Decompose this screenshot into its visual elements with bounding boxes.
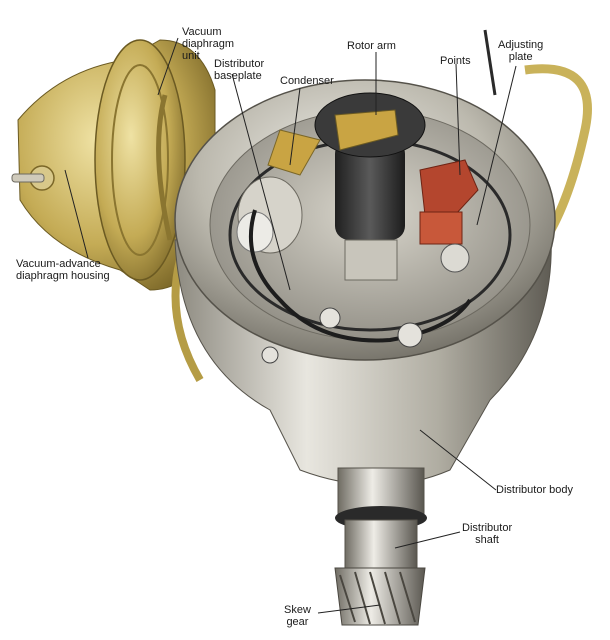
label-distributor-shaft: Distributor shaft [462,522,513,546]
spring-clip [524,64,592,243]
screw [397,322,423,348]
contact-points [419,159,479,273]
label-distributor-body: Distributor body [496,484,574,496]
screw [319,307,341,329]
distributor-shaft [335,467,427,571]
label-condenser: Condenser [280,75,334,87]
vacuum-pipe [483,29,497,96]
label-adjusting-plate: Adjusting plate [498,39,544,63]
label-points: Points [440,55,471,67]
screw [261,346,279,364]
vacuum-unit [11,39,216,383]
lt-lead [248,209,472,343]
skew-gear [334,567,426,626]
label-rotor-arm: Rotor arm [347,40,396,52]
leader-lines [64,37,517,614]
label-skew-gear: Skew gear [284,604,311,628]
label-distributor-baseplate: Distributor baseplate [214,58,265,82]
condenser [236,129,321,254]
label-vacuum-advance-housing: Vacuum-advance diaphragm housing [16,258,110,282]
label-vacuum-diaphragm-unit: Vacuum diaphragm unit [182,26,234,62]
rotor-arm [314,92,426,281]
